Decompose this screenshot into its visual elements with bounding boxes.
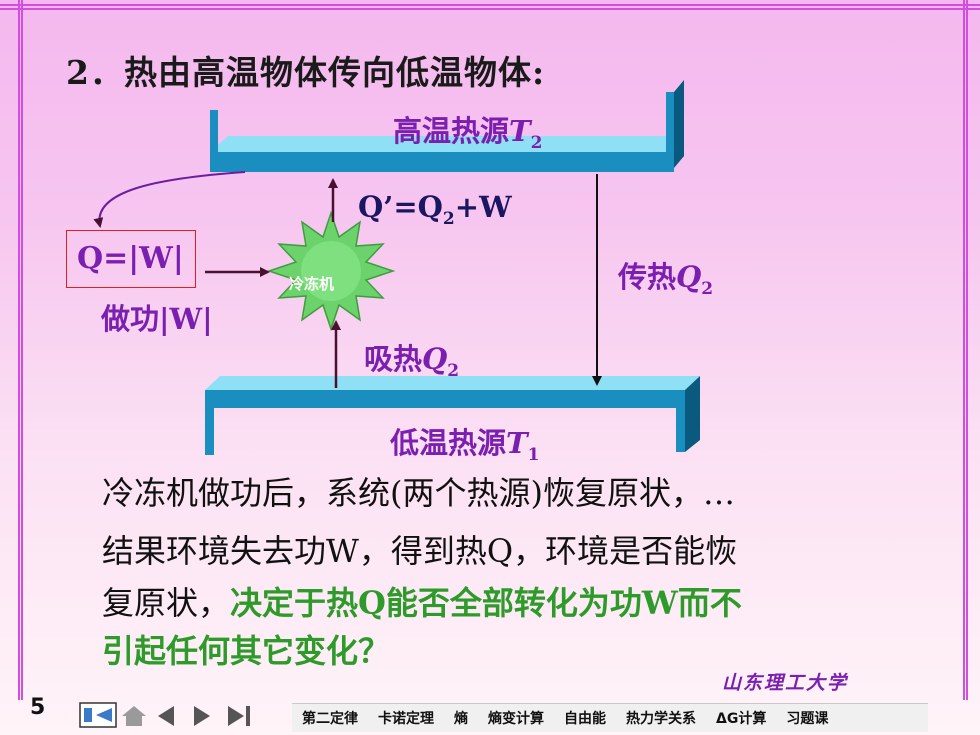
top-border-line (0, 8, 980, 10)
nav-carnot-theorem[interactable]: 卡诺定理 (378, 711, 434, 727)
nav-entropy[interactable]: 熵 (454, 711, 468, 727)
page-number: 5 (30, 695, 46, 720)
low-source-label: 低温热源T1 (390, 426, 540, 465)
heat-engine-diagram (93, 80, 700, 455)
work-heat-box: Q=|W| (66, 230, 196, 288)
last-slide-icon[interactable] (228, 706, 250, 726)
return-icon[interactable] (79, 702, 117, 728)
nav-delta-g[interactable]: ΔG计算 (716, 711, 767, 727)
nav-exercises[interactable]: 习题课 (786, 711, 829, 727)
paragraph-line-1: 冷冻机做功后，系统(两个热源)恢复原状，… (102, 474, 735, 512)
absorb-heat-label: 吸热Q2 (364, 342, 460, 381)
left-border-line (21, 0, 23, 700)
slide-nav-controls (79, 702, 250, 728)
nav-second-law[interactable]: 第二定律 (302, 711, 358, 727)
q-prime-label: Q’=Q2+W (358, 190, 512, 229)
next-slide-icon[interactable] (194, 706, 210, 726)
top-border-line (0, 4, 980, 6)
left-border-line (18, 0, 20, 700)
low-temp-reservoir (205, 376, 700, 455)
section-nav-bar: 第二定律 卡诺定理 熵 熵变计算 自由能 热力学关系 ΔG计算 习题课 (292, 703, 928, 732)
previous-slide-icon[interactable] (158, 706, 174, 726)
high-source-label: 高温热源T2 (393, 114, 543, 153)
refrigerator-label: 冷冻机 (289, 275, 335, 293)
feedback-curve-arrow (93, 171, 246, 228)
paragraph-line-2: 结果环境失去功W，得到热Q，环境是否能恢 (102, 532, 738, 570)
paragraph-line-4: 引起任何其它变化？ (102, 632, 391, 670)
home-icon[interactable] (122, 706, 146, 726)
nav-entropy-change[interactable]: 熵变计算 (488, 711, 544, 727)
heat-transfer-label: 传热Q2 (618, 260, 714, 299)
refrigerator-icon (266, 210, 396, 332)
high-temp-reservoir (210, 80, 684, 172)
nav-free-energy[interactable]: 自由能 (564, 711, 606, 727)
right-border-line (966, 0, 968, 700)
work-label: 做功|W| (101, 302, 213, 336)
right-border-line (963, 0, 965, 700)
nav-thermo-relations[interactable]: 热力学关系 (626, 711, 696, 727)
slide-heading: 2．热由高温物体传向低温物体: (66, 53, 546, 92)
paragraph-line-3: 复原状，决定于热Q能否全部转化为功W而不 (102, 584, 742, 622)
university-logo-text: 山东理工大学 (722, 672, 849, 694)
